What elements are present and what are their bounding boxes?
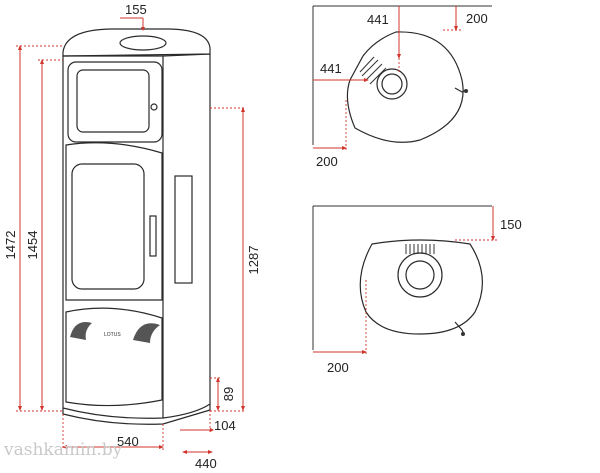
corner-stove-outline [346,31,464,143]
dim-104: 104 [214,418,236,433]
upper-door-glass [76,69,150,133]
wall-flue-outlet [397,252,443,298]
stove-front-body [62,55,164,419]
dim-wall-200: 200 [327,360,349,375]
stove-plinth [62,404,211,425]
dim-corner-441-side: 441 [320,61,342,76]
dim-corner-441-rear: 441 [367,12,389,27]
corner-flue-outlet [376,68,408,100]
dim-440: 440 [195,456,217,471]
lower-front-panel [65,307,163,407]
dim-89: 89 [221,387,236,401]
dim-540: 540 [117,434,139,449]
right-vent-louvre [133,323,160,343]
dim-corner-200-top: 200 [466,11,488,26]
brand-badge: LOTUS [104,332,121,338]
dim-155: 155 [125,2,147,17]
stove-top-cap [62,28,211,57]
fire-door [65,142,163,301]
fire-door-glass [71,163,145,290]
corner-vent-grille [359,56,387,85]
dim-wall-150: 150 [500,217,522,232]
fire-door-handle [149,215,157,257]
side-panel-glass [174,175,193,284]
dim-1454: 1454 [25,231,40,260]
wall-install-plan [312,205,497,356]
left-vent-louvre [70,321,92,340]
stove-side-body [162,53,211,419]
corner-install-plan [312,5,492,152]
dim-1472: 1472 [3,231,18,260]
dim-corner-200-side: 200 [316,154,338,169]
upper-door [67,61,163,143]
dim-1287: 1287 [246,246,261,275]
watermark: vashkamin.by [3,440,123,460]
front-view: LOTUS [62,28,211,425]
wall-stove-outline [359,239,484,335]
wall-vent-grille [405,244,435,254]
front-dimension-lines [16,17,246,454]
upper-door-knob [150,103,158,111]
flue-outlet-top [119,35,167,51]
